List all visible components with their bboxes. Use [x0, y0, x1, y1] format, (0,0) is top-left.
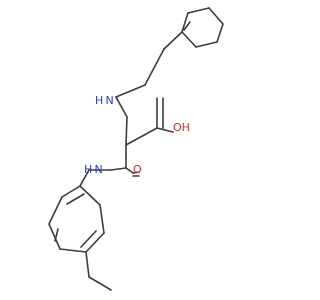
bond-line [181, 31, 197, 48]
bond-line [110, 167, 127, 171]
bond-line [54, 228, 59, 242]
bond-line [183, 21, 191, 31]
atom-label-carbonyl-oxygen: O [133, 163, 142, 176]
bond-line [48, 223, 61, 250]
bond-line [79, 169, 90, 187]
bond-line [125, 116, 128, 146]
bond-line [66, 193, 85, 205]
bond-line [125, 127, 158, 146]
bond-line [115, 96, 128, 118]
bond-line [208, 7, 224, 25]
molecule-structure: H N OH O H N [48, 7, 224, 291]
bond-line [79, 185, 101, 206]
atom-label-hydroxyl: OH [173, 121, 190, 134]
bond-line [163, 31, 183, 50]
bond-line [187, 7, 210, 14]
bond-line [125, 167, 134, 174]
bond-line [85, 232, 105, 253]
bond-line [99, 204, 105, 234]
bond-line [48, 196, 63, 225]
atom-label-amide-nh: H N [84, 163, 103, 176]
bond-line [85, 251, 90, 278]
bond-line [144, 48, 165, 86]
bond-line [61, 185, 81, 198]
bond-line [80, 230, 97, 248]
bond-line [59, 248, 87, 253]
bond-line [181, 12, 189, 33]
bond-line [216, 23, 224, 43]
bond-line [195, 41, 218, 48]
bond-line [115, 84, 146, 98]
bond-line [156, 127, 174, 133]
bond-line [132, 171, 140, 174]
bond-group [48, 7, 224, 291]
bond-line [88, 276, 112, 291]
atom-label-amine-nh: H N [95, 94, 114, 107]
